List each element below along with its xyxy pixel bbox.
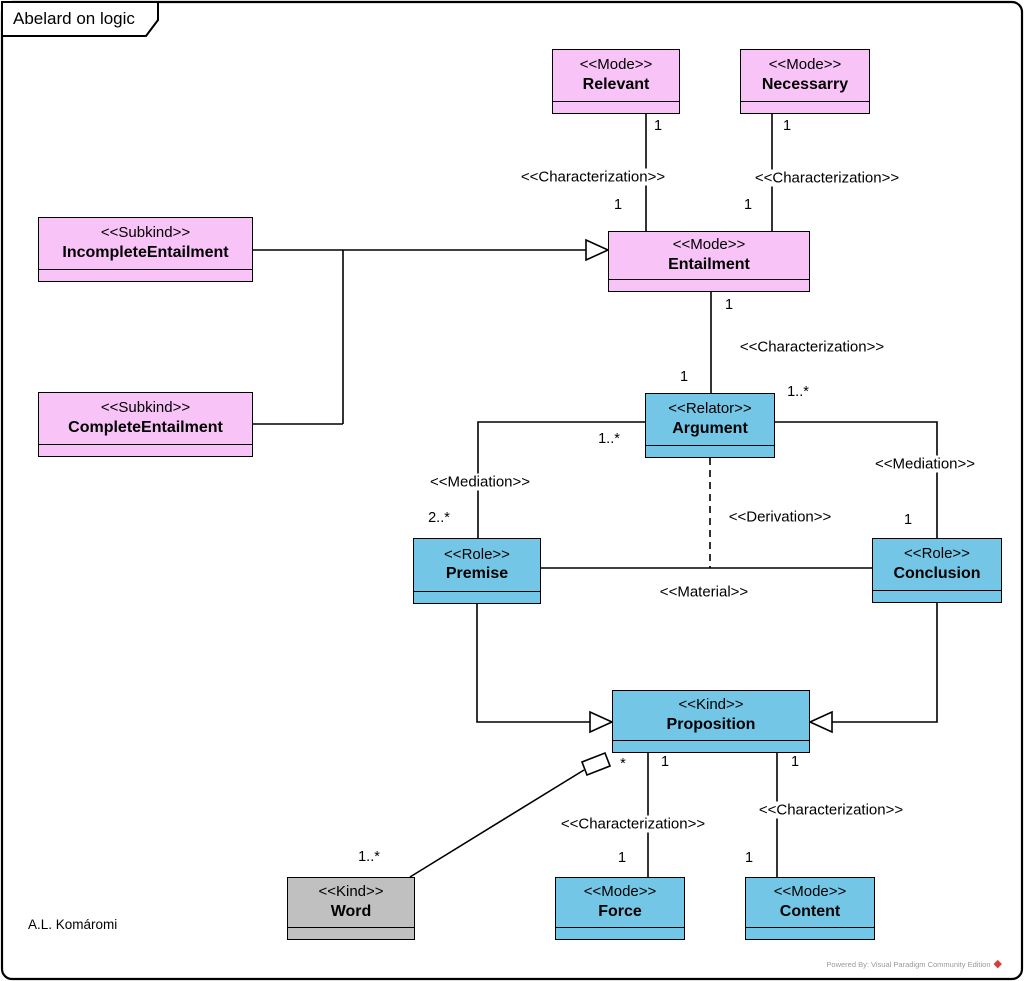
mediation-argument-conclusion-line [775,421,938,538]
class-name: Premise [445,565,509,583]
class-completeentailment: <<Subkind>> CompleteEntailment [38,392,253,457]
class-stereotype: <<Role>> [444,545,510,563]
author-credit: A.L. Komáromi [28,917,118,932]
class-incompleteentailment: <<Subkind>> IncompleteEntailment [38,217,253,282]
mediation-argument-premise-line [477,421,645,538]
class-name: Relevant [582,75,650,93]
class-necessarry: <<Mode>> Necessarry [740,49,870,114]
class-empty-compartment [873,590,1001,602]
generalization-arrowhead-proposition-left [589,710,614,734]
class-name: IncompleteEntailment [62,243,229,261]
aggregation-diamond [580,751,612,777]
association-stereotype-label: <<Material>> [657,583,751,601]
class-name: Proposition [666,715,756,733]
class-name: Entailment [668,255,750,273]
class-stereotype: <<Relator>> [668,400,752,418]
class-force: <<Mode>> Force [555,877,685,940]
multiplicity-label: 1 [613,197,623,213]
generalization-premise-proposition-line [476,604,590,723]
class-content: <<Mode>> Content [745,877,875,940]
multiplicity-label: 1 [660,754,670,770]
multiplicity-label: 1 [903,512,913,528]
powered-by-watermark: Powered By: Visual Paradigm Community Ed… [826,959,1002,970]
class-empty-compartment [288,927,414,939]
class-stereotype: <<Kind>> [678,696,744,714]
class-word: <<Kind>> Word [287,877,415,940]
multiplicity-label: 1 [617,850,627,866]
class-name: Word [330,902,372,920]
multiplicity-label: 1 [724,297,734,313]
class-empty-compartment [39,444,252,456]
class-stereotype: <<Subkind>> [100,399,191,417]
class-name: Argument [672,419,748,437]
class-name: Necessarry [761,75,849,93]
class-stereotype: <<Mode>> [773,883,847,901]
class-conclusion: <<Role>> Conclusion [872,538,1002,603]
class-empty-compartment [613,740,809,752]
association-stereotype-label: <<Characterization>> [737,338,887,356]
association-stereotype-label: <<Characterization>> [558,815,708,833]
class-empty-compartment [553,101,679,113]
class-stereotype: <<Role>> [904,545,970,563]
multiplicity-label: 1..* [358,849,380,865]
multiplicity-label: 1 [782,118,792,134]
multiplicity-label: 1..* [598,431,620,447]
class-name: Force [598,902,642,920]
diagram-title: Abelard on logic [13,9,135,28]
multiplicity-label: 1 [653,118,663,134]
association-stereotype-label: <<Derivation>> [726,508,834,526]
association-stereotype-label: <<Characterization>> [752,169,902,187]
association-stereotype-label: <<Characterization>> [518,168,668,186]
association-stereotype-label: <<Characterization>> [756,801,906,819]
powered-by-text: Powered By: Visual Paradigm Community Ed… [826,960,991,969]
class-stereotype: <<Kind>> [318,883,384,901]
class-premise: <<Role>> Premise [413,538,541,604]
class-proposition: <<Kind>> Proposition [612,690,810,753]
class-name: CompleteEntailment [68,418,223,436]
class-empty-compartment [556,927,684,939]
frame-title-tab [1,1,159,37]
generalization-conclusion-proposition-line [832,603,938,723]
class-argument: <<Relator>> Argument [645,393,775,458]
class-stereotype: <<Mode>> [672,236,746,254]
class-entailment: <<Mode>> Entailment [608,231,810,292]
class-empty-compartment [746,927,874,939]
class-stereotype: <<Subkind>> [100,224,191,242]
multiplicity-label: 1 [679,369,689,385]
class-name: Content [779,902,841,920]
association-stereotype-label: <<Mediation>> [872,455,978,473]
class-name: Conclusion [893,564,981,582]
multiplicity-label: 1 [744,850,754,866]
class-empty-compartment [646,445,774,457]
class-relevant: <<Mode>> Relevant [552,49,680,114]
multiplicity-label: 1..* [787,384,809,400]
class-empty-compartment [39,269,252,281]
multiplicity-label: * [620,756,626,772]
multiplicity-label: 2..* [428,510,450,526]
generalization-arrowhead-entailment [585,238,610,262]
multiplicity-label: 1 [743,197,753,213]
aggregation-proposition-word-line [409,769,585,878]
class-stereotype: <<Mode>> [579,56,653,74]
class-empty-compartment [414,591,540,603]
class-stereotype: <<Mode>> [583,883,657,901]
class-stereotype: <<Mode>> [768,56,842,74]
association-stereotype-label: <<Mediation>> [427,473,533,491]
class-empty-compartment [609,279,809,291]
visual-paradigm-logo-icon: ◆ [993,958,1002,970]
generalization-arrowhead-proposition-right [808,710,833,734]
multiplicity-label: 1 [790,754,800,770]
class-empty-compartment [741,101,869,113]
